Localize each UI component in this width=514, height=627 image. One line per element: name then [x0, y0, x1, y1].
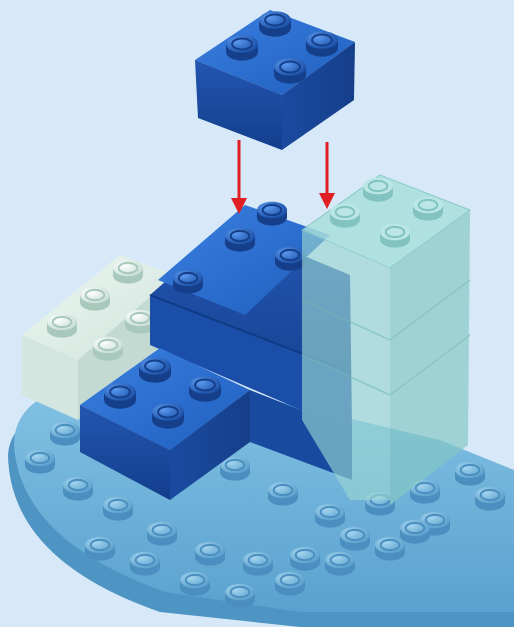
baseplate-stud — [475, 487, 505, 511]
transparent-stack-stud — [363, 178, 393, 202]
down-arrow-icon — [319, 142, 335, 209]
white-brick-stud — [93, 337, 123, 361]
baseplate-stud — [85, 537, 115, 561]
baseplate-stud — [275, 572, 305, 596]
front-brick-stud — [139, 357, 171, 383]
white-brick-stud — [80, 287, 110, 311]
baseplate-stud — [315, 504, 345, 528]
baseplate-stud — [375, 537, 405, 561]
new-brick-stud — [274, 58, 306, 84]
new-brick — [195, 10, 355, 150]
baseplate-stud — [195, 542, 225, 566]
new-brick-stud — [259, 11, 291, 37]
transparent-stack-stud — [380, 224, 410, 248]
baseplate-stud — [340, 527, 370, 551]
baseplate-stud — [103, 497, 133, 521]
blue-stack-stud — [257, 202, 287, 226]
down-arrow-icon — [231, 140, 247, 214]
white-brick-stud — [113, 260, 143, 284]
front-brick-stud — [152, 403, 184, 429]
baseplate-stud — [455, 462, 485, 486]
baseplate-stud — [325, 552, 355, 576]
blue-stack-stud — [275, 247, 305, 271]
baseplate-stud — [243, 552, 273, 576]
front-brick-stud — [189, 376, 221, 402]
baseplate-stud — [63, 477, 93, 501]
blue-stack-stud — [225, 228, 255, 252]
baseplate-stud — [147, 522, 177, 546]
baseplate-stud — [290, 547, 320, 571]
baseplate-stud — [50, 422, 80, 446]
baseplate-stud — [225, 584, 255, 608]
transparent-stack-stud — [413, 197, 443, 221]
blue-stack-stud — [173, 270, 203, 294]
baseplate-stud — [25, 450, 55, 474]
transparent-stack-stud — [330, 204, 360, 228]
front-brick-stud — [104, 383, 136, 409]
transparent-stack — [302, 175, 470, 505]
baseplate-stud — [130, 552, 160, 576]
white-brick-stud — [47, 314, 77, 338]
baseplate-stud — [180, 572, 210, 596]
new-brick-stud — [226, 35, 258, 61]
new-brick-stud — [306, 31, 338, 57]
baseplate-stud — [400, 520, 430, 544]
baseplate-stud — [268, 482, 298, 506]
